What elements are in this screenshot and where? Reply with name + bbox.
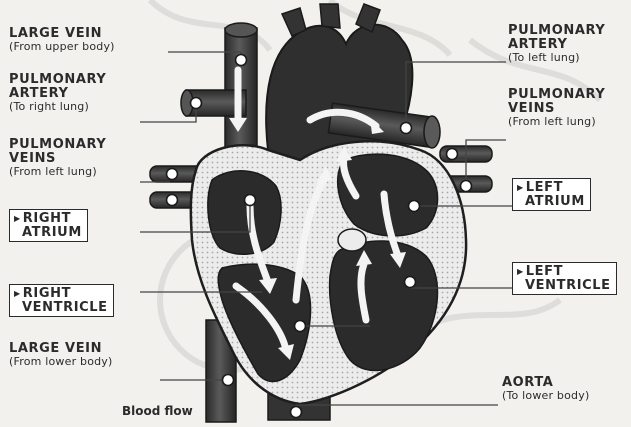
box-line2: ATRIUM xyxy=(517,195,585,209)
label-pulmonary-artery-left: PULMONARY ARTERY (To left lung) xyxy=(508,24,605,63)
label-box-right-atrium: ▶RIGHT ATRIUM xyxy=(9,209,88,242)
label-title: AORTA xyxy=(502,376,589,390)
label-title-line2: VEINS xyxy=(508,102,605,116)
label-box-left-ventricle: ▶LEFT VENTRICLE xyxy=(512,262,617,295)
label-subtitle: (To left lung) xyxy=(508,52,605,64)
label-pulmonary-veins-left-side: PULMONARY VEINS (From left lung) xyxy=(9,138,106,177)
label-subtitle: (From lower body) xyxy=(9,356,113,368)
right-atrium-chamber xyxy=(208,171,281,254)
label-title-line2: VEINS xyxy=(9,152,106,166)
label-title: LARGE VEIN xyxy=(9,27,115,41)
label-title-line1: PULMONARY xyxy=(508,88,605,102)
label-pulmonary-veins-right-side: PULMONARY VEINS (From left lung) xyxy=(508,88,605,127)
label-large-vein-lower: LARGE VEIN (From lower body) xyxy=(9,342,113,367)
label-box-left-atrium: ▶LEFT ATRIUM xyxy=(512,178,591,211)
box-line1: ▶LEFT xyxy=(517,265,611,279)
label-title-line1: PULMONARY xyxy=(9,138,106,152)
label-subtitle: (From upper body) xyxy=(9,41,115,53)
label-title: LARGE VEIN xyxy=(9,342,113,356)
arrow-right-icon: ▶ xyxy=(517,267,524,276)
label-subtitle: (To lower body) xyxy=(502,390,589,402)
label-aorta: AORTA (To lower body) xyxy=(502,376,589,401)
box-line1: ▶LEFT xyxy=(517,181,585,195)
label-title-line1: PULMONARY xyxy=(508,24,605,38)
box-line2: VENTRICLE xyxy=(517,279,611,293)
left-ventricle-chamber xyxy=(330,241,438,371)
label-subtitle: (From left lung) xyxy=(9,166,106,178)
box-line2: ATRIUM xyxy=(14,226,82,240)
label-title-line2: ARTERY xyxy=(508,38,605,52)
label-box-right-ventricle: ▶RIGHT VENTRICLE xyxy=(9,284,114,317)
box-line2: VENTRICLE xyxy=(14,301,108,315)
label-subtitle: (To right lung) xyxy=(9,101,106,113)
box-line1: ▶RIGHT xyxy=(14,287,108,301)
label-title-line2: ARTERY xyxy=(9,87,106,101)
arrow-right-icon: ▶ xyxy=(14,289,21,298)
label-title-line1: PULMONARY xyxy=(9,73,106,87)
box-line1: ▶RIGHT xyxy=(14,212,82,226)
arrow-right-icon: ▶ xyxy=(14,214,21,223)
label-subtitle: (From left lung) xyxy=(508,116,605,128)
label-blood-flow: Blood flow xyxy=(122,404,193,418)
label-large-vein-upper: LARGE VEIN (From upper body) xyxy=(9,27,115,52)
heart-valve xyxy=(338,229,366,251)
label-pulmonary-artery-right: PULMONARY ARTERY (To right lung) xyxy=(9,73,106,112)
arrow-right-icon: ▶ xyxy=(517,183,524,192)
